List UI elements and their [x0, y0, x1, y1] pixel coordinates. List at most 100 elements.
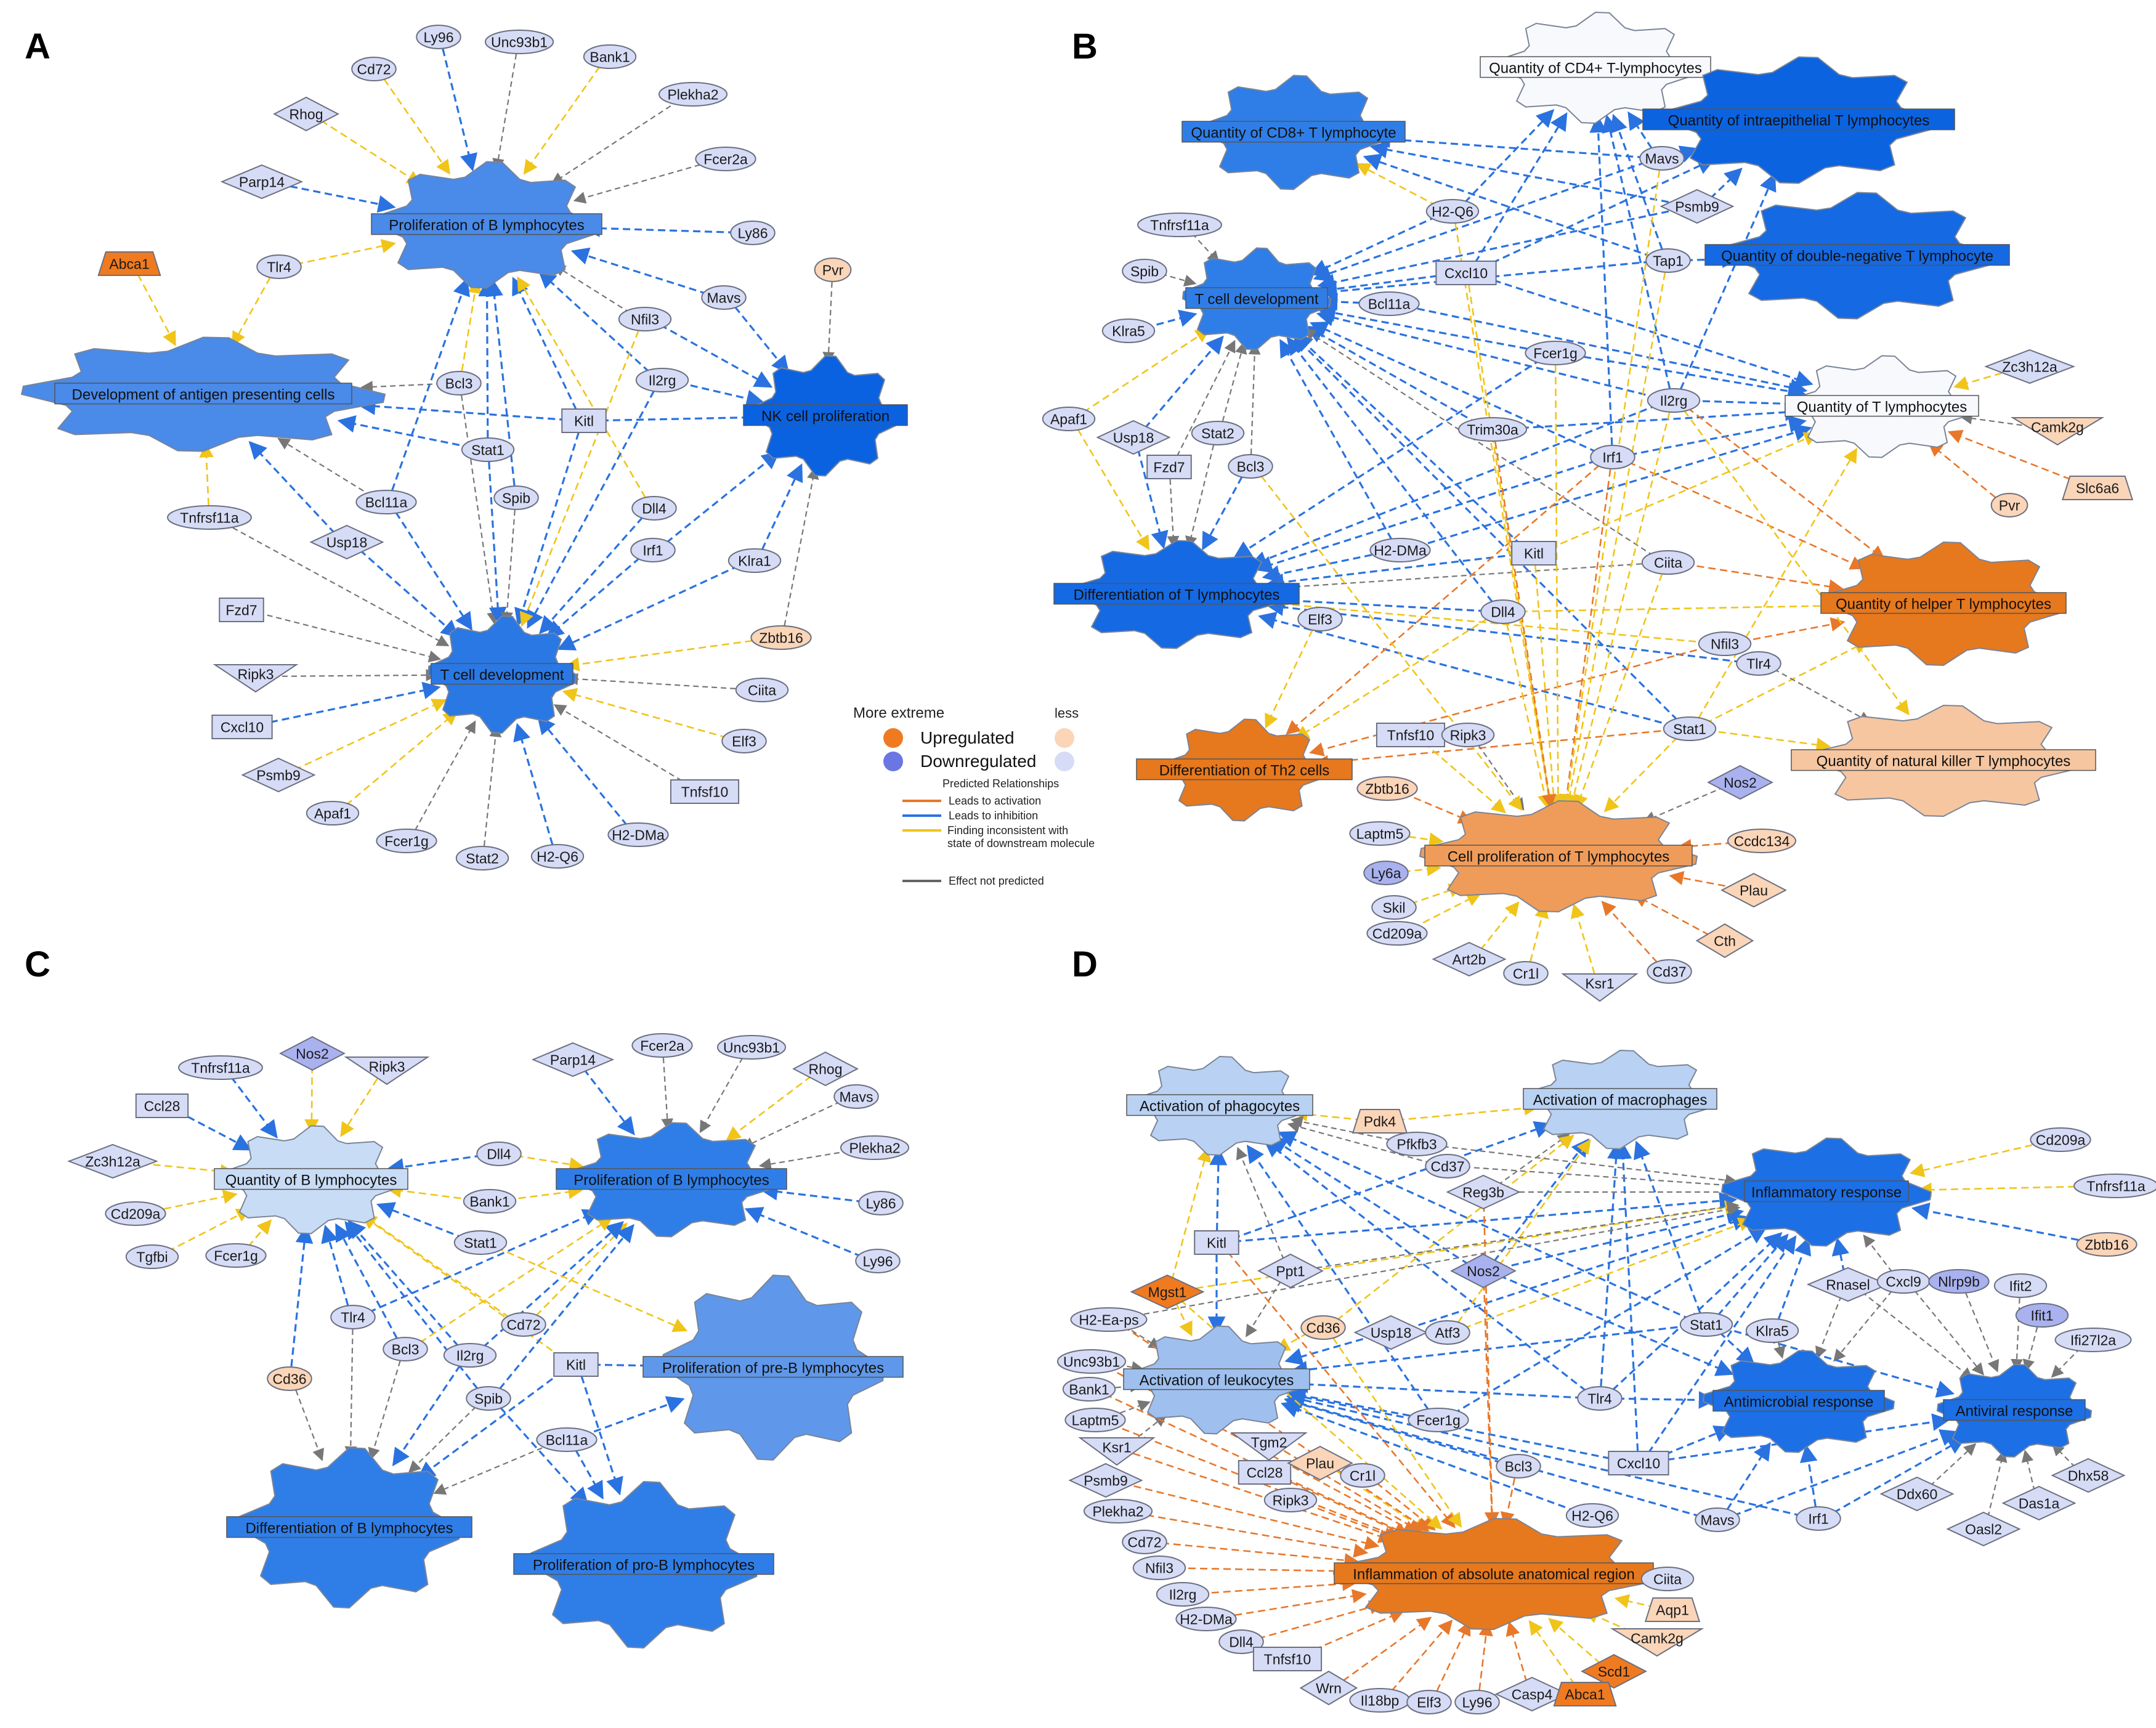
function-label: Cell proliferation of T lymphocytes [1448, 848, 1670, 865]
molecule-label: Wrn [1316, 1680, 1342, 1696]
edge-mavs-to-proliferation-of-b-lymphocytes [741, 1101, 841, 1149]
molecule-node-irf1: Irf1 [1796, 1506, 1841, 1531]
molecule-node-trim30a: Trim30a [1457, 417, 1528, 442]
molecule-label: Plekha2 [849, 1140, 900, 1156]
edge-psmb9-to-quantity-of-cd8-t-lymphocyte [1369, 140, 1680, 205]
molecule-node-bank1: Bank1 [583, 44, 637, 69]
molecule-diamond-shape [1257, 1253, 1324, 1289]
edge-irf1-to-antiviral-response [1833, 1437, 1966, 1514]
edge-pdk4-to-activation-of-macrophages [1396, 1101, 1539, 1121]
molecule-diamond-shape [1581, 1653, 1647, 1689]
molecule-diamond-shape [1720, 872, 1787, 908]
function-label: Differentiation of Th2 cells [1159, 762, 1330, 779]
edge-fzd7-to-t-cell-development [257, 612, 442, 663]
molecule-trapezoid-shape [1553, 1682, 1617, 1706]
edge-ifi27l2a-to-antiviral-response [2051, 1347, 2081, 1378]
molecule-ellipse-shape [631, 496, 677, 521]
molecule-node-cd37: Cd37 [1647, 959, 1692, 984]
edge-irf1-to-quantity-of-t-lymphocytes [1629, 415, 1807, 456]
edge-tlr4-to-quantity-of-natural-killer-t-lymphocytes [1773, 668, 1871, 723]
molecule-label: Ifit2 [2009, 1278, 2032, 1294]
molecule-node-unc93b1: Unc93b1 [1056, 1349, 1127, 1374]
edge-cxcl10-to-quantity-of-intraepithelial-t-lymphocytes [1481, 158, 1716, 269]
molecule-label: Tgm2 [1251, 1434, 1287, 1450]
molecule-node-kitl: Kitl [553, 1352, 599, 1377]
molecule-label: Zbtb16 [2085, 1236, 2129, 1252]
edge-reg3b-to-activation-of-macrophages [1497, 1133, 1570, 1186]
molecule-node-apaf1: Apaf1 [306, 801, 360, 825]
molecule-rect-shape [553, 1352, 599, 1377]
edge-plekha2-to-proliferation-of-b-lymphocytes [758, 1149, 858, 1170]
function-label: Activation of phagocytes [1140, 1098, 1300, 1114]
molecule-diamond-shape [273, 96, 339, 132]
molecule-ellipse-shape [1425, 1320, 1470, 1345]
molecule-diamond-shape [792, 1051, 859, 1087]
edge-spib-to-proliferation-of-b-lymphocytes [498, 1223, 634, 1390]
molecule-node-usp18: Usp18 [1353, 1315, 1429, 1350]
edge-stat1-to-activation-of-leukocytes [1289, 1324, 1690, 1379]
molecule-node-cth: Cth [1695, 923, 1754, 959]
edge-cd37-to-inflammatory-response [1464, 1166, 1737, 1191]
molecule-label: Bcl3 [392, 1341, 419, 1357]
molecule-ellipse-shape [383, 1337, 428, 1361]
function-label: Development of antigen presenting cells [72, 386, 335, 403]
legend-down-label: Downregulated [920, 752, 1036, 771]
molecule-ellipse-shape [1137, 213, 1222, 237]
molecule-node-stat1: Stat1 [1663, 716, 1717, 741]
edge-abca1-to-inflammation-of-absolute-anatomical-region [1528, 1620, 1576, 1685]
function-node-cell-proliferation-of-t-lymphocytes: Cell proliferation of T lymphocytes [1419, 800, 1698, 913]
edge-tlr4-to-differentiation-of-b-lymphocytes [344, 1329, 357, 1459]
molecule-label: Tnfrsf11a [191, 1060, 250, 1076]
function-label-box [1642, 108, 1955, 131]
edge-dll4-to-inflammation-of-absolute-anatomical-region [1257, 1600, 1384, 1640]
molecule-ellipse-shape [2054, 1328, 2132, 1352]
edge-tlr4-to-inflammatory-response [1611, 1232, 1783, 1391]
function-label-box [1126, 1094, 1313, 1116]
edge-aqp1-to-inflammation-of-absolute-anatomical-region [1614, 1594, 1656, 1608]
molecule-diamond-shape [1096, 420, 1171, 455]
molecule-node-abca1: Abca1 [1553, 1682, 1617, 1706]
function-label: Proliferation of B lymphocytes [389, 217, 584, 233]
molecule-node-kitl: Kitl [561, 408, 607, 433]
edge-bank1-to-proliferation-of-b-lymphocytes [523, 66, 601, 175]
molecule-node-tlr4: Tlr4 [1736, 651, 1781, 676]
function-node-inflammatory-response: Inflammatory response [1720, 1137, 1932, 1247]
edge-nfil3-to-t-cell-development [519, 330, 639, 627]
molecule-node-plekha2: Plekha2 [840, 1135, 910, 1160]
molecule-ellipse-shape [167, 505, 252, 530]
function-label: Quantity of intraepithelial T lymphocyte… [1668, 112, 1930, 129]
function-label: T cell development [1195, 291, 1319, 307]
function-label-box [1820, 592, 2067, 614]
edge-tap1-to-cell-proliferation-of-t-lymphocytes [1562, 272, 1666, 809]
molecule-ellipse-shape [306, 801, 360, 825]
molecule-label: Tnfrsf11a [1150, 217, 1209, 233]
molecule-label: Tlr4 [267, 259, 291, 275]
molecule-label: Tgfbi [136, 1249, 168, 1265]
molecule-ellipse-shape [2076, 1232, 2138, 1257]
molecule-node-camk2g: Camk2g [1610, 1628, 1704, 1657]
molecule-ellipse-shape [1647, 388, 1701, 413]
molecule-ellipse-shape [630, 538, 676, 562]
panel-letter-b: B [1072, 26, 1098, 67]
molecule-label: Parp14 [239, 174, 285, 190]
molecule-node-ciita: Ciita [1640, 1567, 1695, 1591]
edge-irf1-to-t-cell-development [545, 557, 641, 639]
molecule-ellipse-shape [583, 44, 637, 69]
molecule-diamond-shape [1946, 1511, 2021, 1547]
molecule-label: Mavs [1645, 150, 1679, 166]
molecule-node-ifit2: Ifit2 [1993, 1273, 2048, 1298]
molecule-ellipse-shape [466, 1386, 511, 1411]
molecule-label: Dll4 [642, 500, 667, 516]
function-label-box [1704, 244, 2010, 266]
edge-unc93b1-to-proliferation-of-b-lymphocytes [492, 54, 517, 171]
molecule-label: Plau [1306, 1455, 1334, 1471]
molecule-label: Trim30a [1467, 421, 1518, 437]
function-label: Proliferation of B lymphocytes [573, 1172, 769, 1188]
edge-kitl-to-quantity-of-t-lymphocytes [1549, 432, 1819, 550]
edge-il2rg-to-differentiation-of-b-lymphocytes [392, 1365, 461, 1467]
molecule-node-ksr1: Ksr1 [1078, 1437, 1156, 1466]
edge-dll4-to-differentiation-of-th2-cells [1294, 617, 1489, 740]
molecule-node-cd36: Cd36 [1300, 1315, 1346, 1340]
edge-mavs-to-antimicrobial-response [1726, 1442, 1771, 1511]
molecule-node-tnfsf10: Tnfsf10 [1376, 723, 1446, 747]
